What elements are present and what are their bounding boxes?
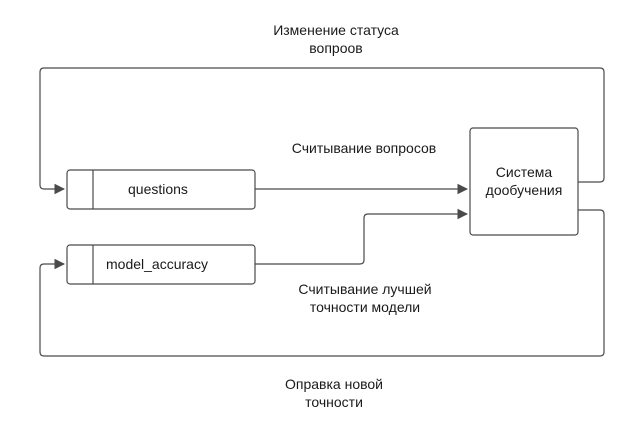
read-best-accuracy-label-line-1: Считывание лучшей [298,281,432,297]
edge-read-best-accuracy [255,208,469,265]
read-questions-label: Считывание вопросов [264,139,464,157]
send-new-accuracy-label-line-1: Оправка новой [285,376,383,392]
system-label: Система дообучения [470,163,578,199]
read-best-accuracy-label: Считывание лучшей точности модели [265,280,465,316]
model-accuracy-label: model_accuracy [106,256,208,272]
read-best-accuracy-label-line-2: точности модели [309,299,421,315]
questions-label: questions [128,181,188,197]
system-label-line-1: Система [495,164,553,180]
send-new-accuracy-label-line-2: точности [305,394,363,410]
read-questions-label-line-1: Считывание вопросов [291,140,437,156]
send-new-accuracy-label: Оправка новой точности [234,375,434,411]
system-label-line-2: дообучения [485,182,563,198]
edge-send-new-accuracy [39,209,605,357]
status-change-label-line-1: Изменение статуса [273,22,399,38]
status-change-label-line-2: вопроов [309,40,363,56]
edge-status-change [39,67,605,195]
status-change-label: Изменение статуса вопроов [236,21,436,57]
